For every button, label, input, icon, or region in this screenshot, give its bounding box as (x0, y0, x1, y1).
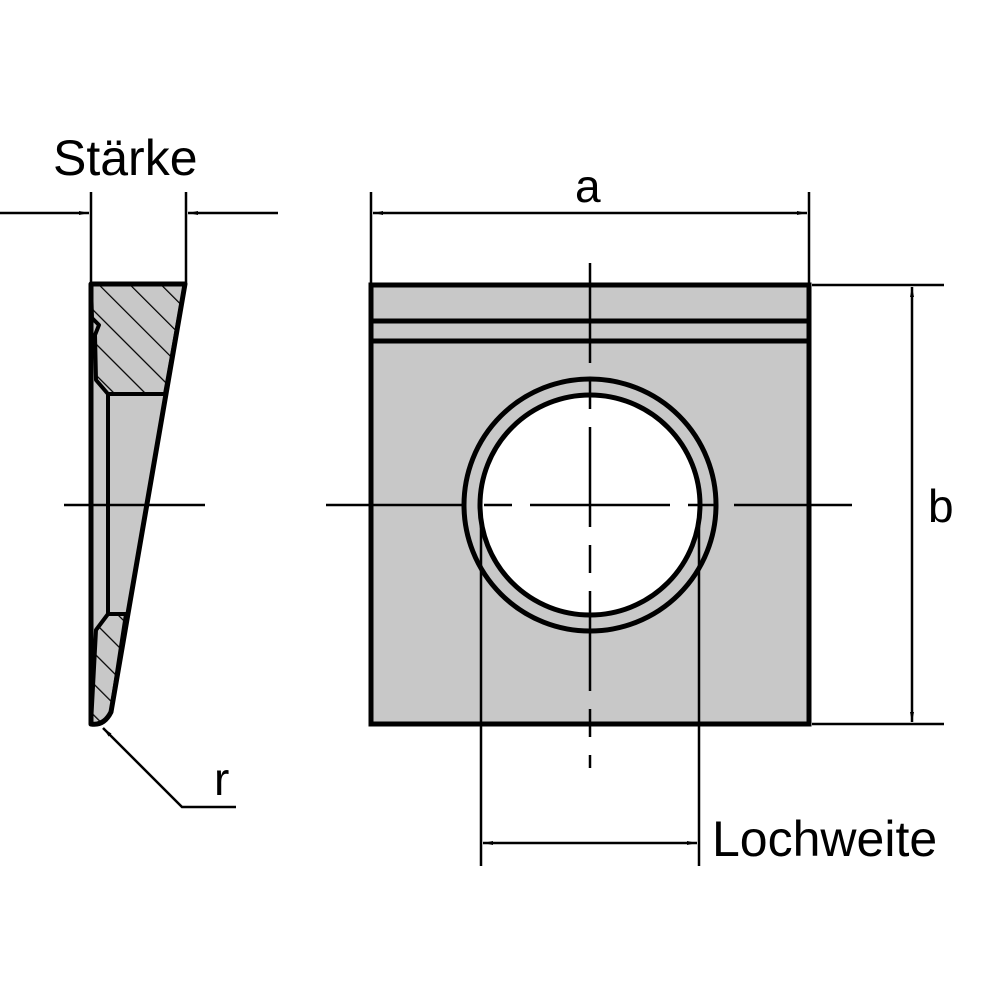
hatched-section-bottom (89, 612, 128, 727)
radius-leader (102, 727, 236, 809)
radius-label: r (214, 753, 230, 805)
side-view (0, 192, 278, 809)
hatched-section-top (89, 282, 187, 396)
hole-width-label: Lochweite (712, 811, 938, 867)
front-view (326, 192, 944, 866)
height-label: b (928, 480, 954, 532)
width-label: a (575, 160, 601, 212)
thickness-label: Stärke (53, 130, 198, 186)
